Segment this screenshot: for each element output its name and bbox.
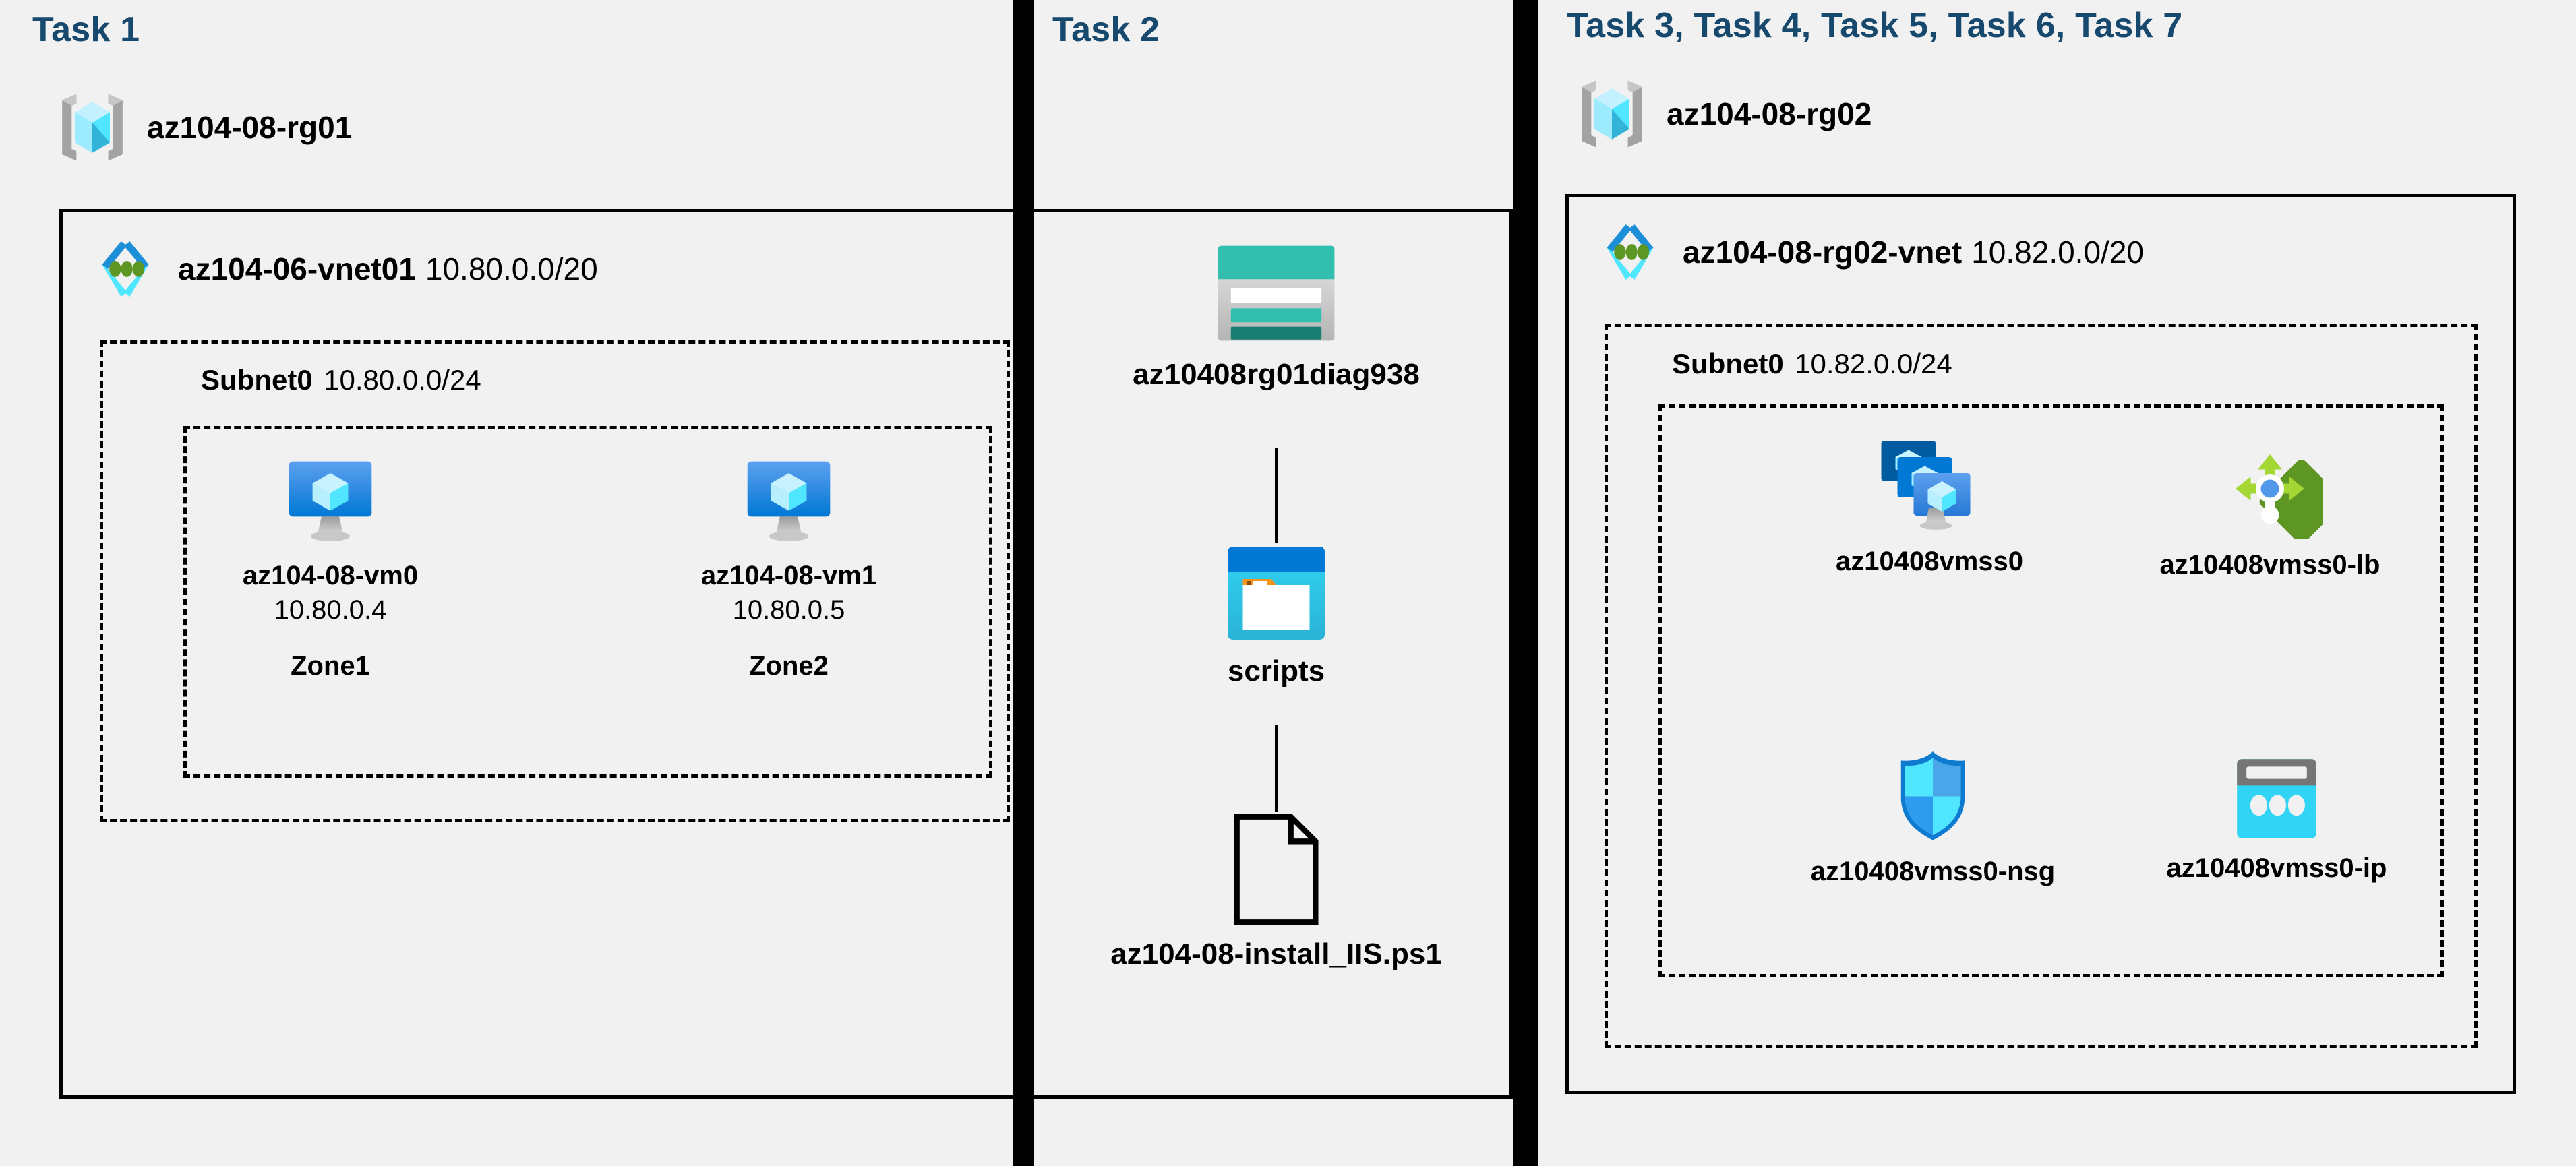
node-vm0-name: az104-08-vm0 xyxy=(242,561,419,590)
task1-subnet-box xyxy=(100,340,1010,822)
node-public-ip-name: az10408vmss0-ip xyxy=(2166,853,2387,883)
task3to7-resource-group-label: az104-08-rg02 xyxy=(1667,96,1872,131)
task2-content-box xyxy=(1034,209,1513,1099)
connector-container-to-script xyxy=(1275,725,1278,812)
task3to7-vnet-label: az104-08-rg02-vnet xyxy=(1683,235,1963,270)
load-balancer-icon xyxy=(2217,438,2323,539)
virtual-network-icon xyxy=(89,233,162,305)
task2-title: Task 2 xyxy=(1052,10,1160,49)
node-blob-container-name: scripts xyxy=(1227,654,1325,687)
virtual-network-icon xyxy=(1594,216,1667,288)
task3to7-subnet: Subnet0 10.82.0.0/24 xyxy=(1672,348,1952,380)
node-vm1-zone: Zone2 xyxy=(749,651,829,681)
node-load-balancer: az10408vmss0-lb xyxy=(2128,438,2412,580)
connector-storage-to-container xyxy=(1275,448,1278,543)
node-vm0-zone: Zone1 xyxy=(291,651,370,681)
panel-task3to7: Task 3, Task 4, Task 5, Task 6, Task 7 a… xyxy=(1538,0,2576,1166)
node-nsg: az10408vmss0-nsg xyxy=(1791,745,2074,887)
node-public-ip: az10408vmss0-ip xyxy=(2135,755,2418,884)
node-vm1: az104-08-vm1 10.80.0.5 Zone2 xyxy=(674,452,903,681)
task1-vnet-label: az104-06-vnet01 xyxy=(178,251,416,286)
task1-subnet: Subnet0 10.80.0.0/24 xyxy=(201,364,481,396)
virtual-machine-icon xyxy=(281,452,380,550)
node-vm0: az104-08-vm0 10.80.0.4 Zone1 xyxy=(216,452,445,681)
panel-task2: Task 2 az10408rg01diag xyxy=(1034,0,1513,1166)
task3to7-resource-group: az104-08-rg02 xyxy=(1572,74,1871,154)
task1-vnet: az104-06-vnet01 10.80.0.0/20 xyxy=(89,233,598,305)
resource-group-icon xyxy=(1572,74,1652,154)
storage-account-icon xyxy=(1216,239,1337,347)
virtual-machine-icon xyxy=(740,452,838,550)
task3to7-title: Task 3, Task 4, Task 5, Task 6, Task 7 xyxy=(1567,6,2183,45)
task1-title: Task 1 xyxy=(32,10,140,49)
node-load-balancer-name: az10408vmss0-lb xyxy=(2159,550,2380,580)
node-script-file: az104-08-install_IIS.ps1 xyxy=(1110,812,1442,971)
node-nsg-name: az10408vmss0-nsg xyxy=(1810,857,2056,886)
task3to7-vnet: az104-08-rg02-vnet 10.82.0.0/20 xyxy=(1594,216,2144,288)
vm-scale-set-icon xyxy=(1871,435,1989,536)
node-vm1-name: az104-08-vm1 xyxy=(700,561,877,590)
task3to7-vnet-box xyxy=(1565,194,2516,1094)
node-vmss-name: az10408vmss0 xyxy=(1835,547,2024,576)
panel-divider-2 xyxy=(1513,0,1538,1166)
panel-divider-1 xyxy=(1013,0,1034,1166)
node-vm0-ip: 10.80.0.4 xyxy=(274,595,387,625)
resource-group-icon xyxy=(53,88,132,167)
task1-subnet-label: Subnet0 xyxy=(201,364,313,396)
node-vmss: az10408vmss0 xyxy=(1788,435,2071,577)
task1-resource-group-label: az104-08-rg01 xyxy=(147,110,353,145)
task3to7-vnet-cidr: 10.82.0.0/20 xyxy=(1971,235,2144,270)
panel-task1: Task 1 az104-08-rg01 xyxy=(0,0,1017,1166)
task3to7-subnet-box xyxy=(1605,324,2478,1048)
public-ip-address-icon xyxy=(2229,755,2324,842)
task1-zones-box xyxy=(183,426,992,778)
task3to7-subnet-cidr: 10.82.0.0/24 xyxy=(1795,348,1952,379)
node-storage-account: az10408rg01diag938 xyxy=(1087,239,1465,392)
task1-vnet-cidr: 10.80.0.0/20 xyxy=(425,251,598,286)
node-vm1-ip: 10.80.0.5 xyxy=(732,595,845,625)
node-blob-container: scripts xyxy=(1168,543,1384,688)
network-security-group-icon xyxy=(1891,745,1975,846)
task1-subnet-cidr: 10.80.0.0/24 xyxy=(324,364,481,396)
task3to7-subnet-label: Subnet0 xyxy=(1672,348,1784,379)
task1-resource-group: az104-08-rg01 xyxy=(53,88,352,167)
node-script-file-name: az104-08-install_IIS.ps1 xyxy=(1110,938,1442,971)
node-storage-account-name: az10408rg01diag938 xyxy=(1133,358,1420,391)
task3to7-resources-box xyxy=(1658,404,2444,977)
task1-vnet-box xyxy=(59,209,1017,1099)
script-file-icon xyxy=(1232,812,1320,927)
blob-container-icon xyxy=(1225,543,1327,644)
